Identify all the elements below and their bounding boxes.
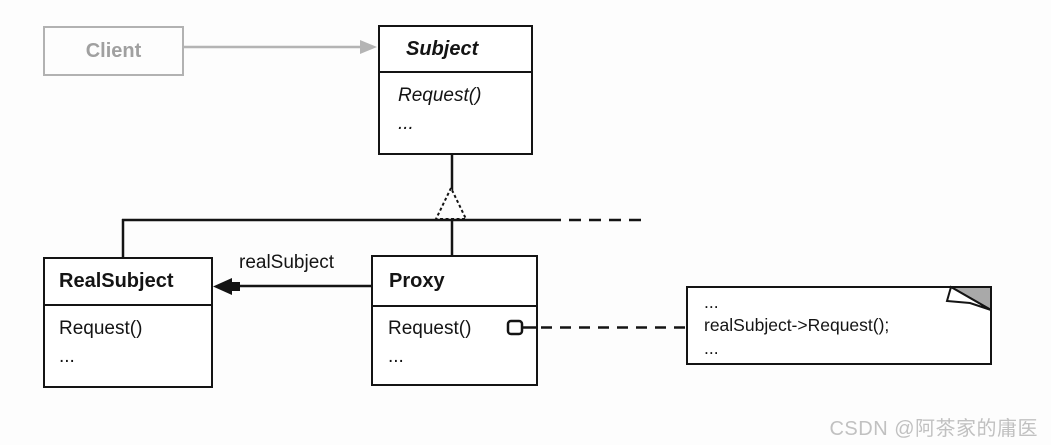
black-arrowhead-icon	[213, 278, 232, 295]
class-name-client: Client	[85, 39, 142, 62]
inheritance-triangle-icon	[434, 185, 468, 220]
method-item: ...	[388, 346, 404, 367]
gray-arrowhead-icon	[360, 40, 377, 54]
method-item: Request()	[59, 318, 143, 339]
note-line: ...	[704, 292, 719, 312]
note-line: ...	[704, 338, 719, 358]
watermark: CSDN @阿茶家的庸医	[829, 418, 1038, 440]
association-arrow	[213, 278, 371, 295]
generalization-connector	[434, 154, 468, 220]
class-box-client: Client	[43, 26, 184, 76]
class-header-subject: Subject	[380, 27, 531, 73]
class-body-subject: Request() ...	[380, 73, 531, 138]
note-line: realSubject->Request();	[704, 315, 890, 335]
class-name-subject: Subject	[406, 37, 479, 60]
class-name-realsubject: RealSubject	[59, 270, 174, 292]
method-item: Request()	[388, 318, 472, 339]
class-body-proxy: Request() ...	[373, 307, 536, 371]
class-body-realsubject: Request() ...	[45, 306, 211, 371]
class-header-realsubject: RealSubject	[45, 259, 211, 306]
class-header-proxy: Proxy	[373, 257, 536, 307]
class-name-proxy: Proxy	[389, 269, 445, 292]
class-box-subject: Subject Request() ...	[378, 25, 533, 155]
class-box-proxy: Proxy Request() ...	[371, 255, 538, 386]
association-label: realSubject	[239, 252, 335, 273]
method-item: Request()	[398, 85, 482, 106]
note-box: ... realSubject->Request(); ...	[686, 286, 992, 365]
class-box-realsubject: RealSubject Request() ...	[43, 257, 213, 388]
client-association-arrow	[184, 40, 377, 54]
method-item: ...	[59, 346, 75, 367]
method-item: ...	[398, 113, 414, 134]
